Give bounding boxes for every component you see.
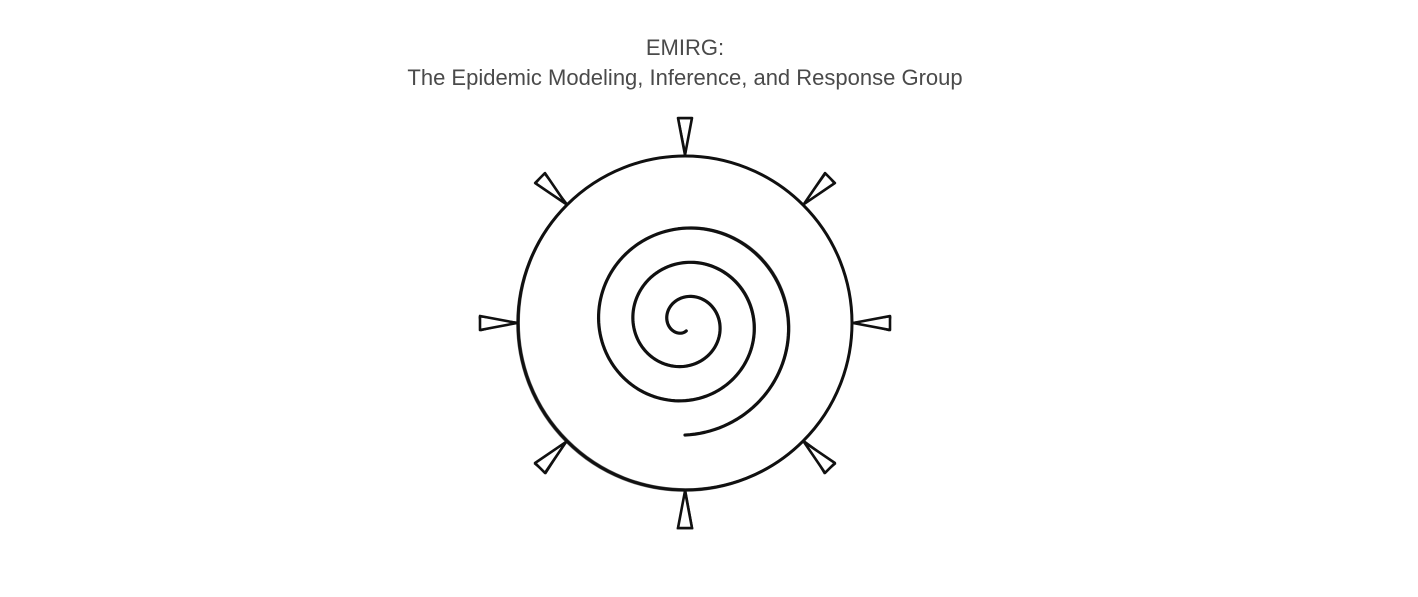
virus-spike xyxy=(853,316,892,332)
spiral-line xyxy=(596,226,791,437)
virus-spike xyxy=(804,440,837,475)
virus-spike xyxy=(676,489,694,530)
org-acronym: EMIRG: xyxy=(645,35,725,60)
virus-spike xyxy=(535,173,568,204)
virus-spike xyxy=(533,440,568,475)
virus-spike xyxy=(478,316,519,332)
org-full-name: The Epidemic Modeling, Inference, and Re… xyxy=(407,65,963,90)
virus-spike xyxy=(678,118,692,155)
virus-spike xyxy=(804,173,835,204)
page-header: EMIRG: The Epidemic Modeling, Inference,… xyxy=(0,33,1370,93)
spiral-line-sketch xyxy=(598,226,791,436)
spiral-line-sketch-2 xyxy=(597,228,788,436)
virus-spiral-logo-icon xyxy=(470,110,900,540)
virus-spike xyxy=(802,171,837,206)
virus-spikes xyxy=(478,116,892,530)
outer-circle-sketch xyxy=(518,155,853,490)
